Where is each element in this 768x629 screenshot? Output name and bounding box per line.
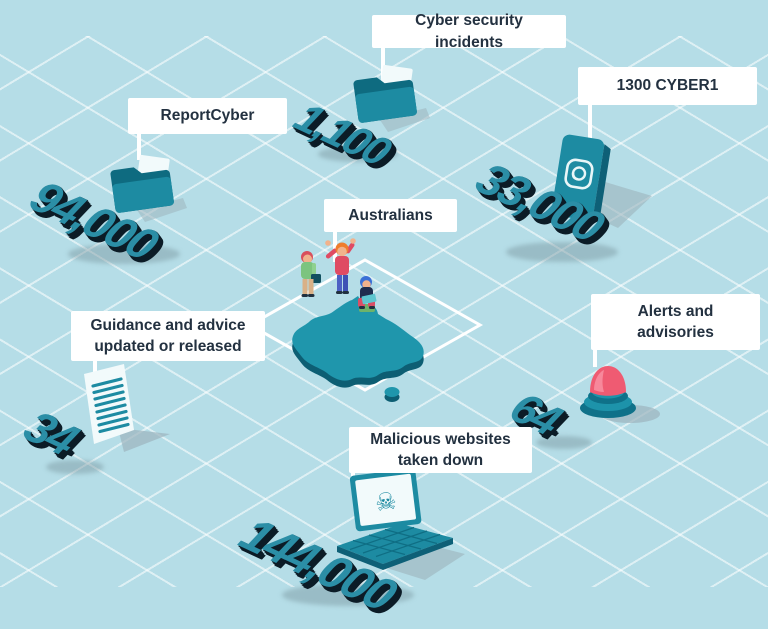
shadow-33000 bbox=[506, 242, 618, 262]
label-text: Cyber security incidents bbox=[415, 12, 523, 51]
label-text: taken down bbox=[397, 452, 484, 469]
label-incidents: Cyber security incidents bbox=[372, 12, 566, 51]
label-alerts: Alerts and advisories bbox=[591, 294, 760, 350]
label-malicious: Malicious websites taken down bbox=[349, 427, 532, 473]
label-text: ReportCyber bbox=[160, 107, 255, 125]
label-reportcyber: ReportCyber bbox=[128, 98, 287, 134]
label-text: advisories bbox=[637, 324, 714, 341]
label-australians: Australians bbox=[324, 199, 457, 232]
label-text: Australians bbox=[348, 206, 433, 224]
label-guidance: Guidance and advice updated or released bbox=[71, 311, 265, 361]
label-text: 1300 CYBER1 bbox=[616, 77, 719, 95]
label-text: updated or released bbox=[94, 338, 242, 355]
australia-map-people-icon bbox=[246, 238, 484, 402]
person-laptop bbox=[358, 276, 377, 312]
label-text: Malicious websites bbox=[370, 430, 511, 448]
shadow-144000 bbox=[282, 584, 414, 606]
label-cyber1: 1300 CYBER1 bbox=[578, 67, 757, 105]
svg-text:☠: ☠ bbox=[373, 487, 398, 517]
label-text: Alerts and bbox=[637, 302, 714, 320]
label-text: Guidance and advice bbox=[90, 316, 246, 334]
person-briefcase bbox=[301, 251, 321, 297]
alert-beacon-icon bbox=[580, 366, 660, 423]
document-icon bbox=[84, 364, 170, 452]
